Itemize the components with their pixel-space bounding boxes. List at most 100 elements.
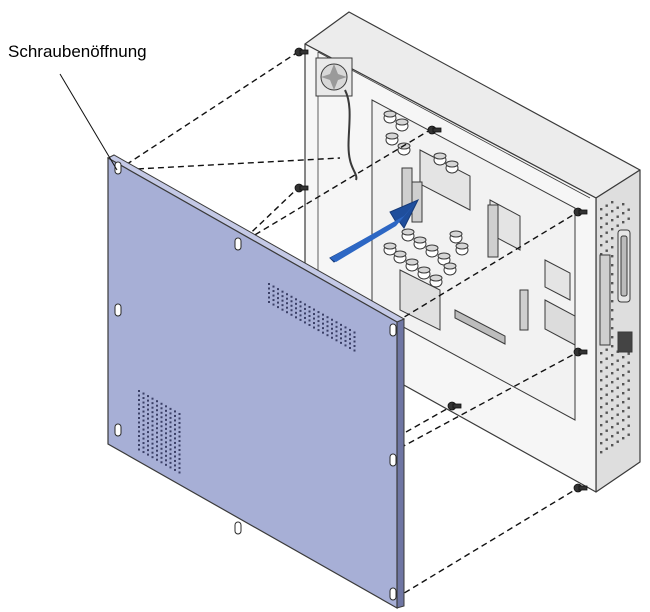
perforation-hole bbox=[156, 413, 158, 416]
keyhole-icon bbox=[114, 423, 122, 437]
vent-hole bbox=[616, 431, 619, 434]
perforation-hole bbox=[147, 435, 149, 438]
perforation-hole bbox=[147, 444, 149, 447]
perforation-hole bbox=[286, 306, 288, 309]
perforation-hole bbox=[147, 408, 149, 411]
perforation-hole bbox=[160, 416, 163, 419]
perforation-hole bbox=[142, 415, 145, 418]
vent-hole bbox=[616, 440, 619, 443]
vent-hole bbox=[611, 426, 614, 429]
perforation-hole bbox=[138, 448, 140, 451]
perforation-hole bbox=[290, 295, 293, 298]
vent-hole bbox=[605, 231, 608, 234]
perforation-hole bbox=[317, 324, 320, 327]
perforation-hole bbox=[151, 415, 154, 418]
perforation-hole bbox=[174, 419, 176, 422]
perforation-hole bbox=[268, 292, 270, 294]
internal-cable bbox=[344, 89, 358, 181]
perforation-hole bbox=[178, 448, 181, 451]
perforation-hole bbox=[308, 323, 311, 326]
perforation-hole bbox=[165, 418, 167, 421]
perforation-hole bbox=[151, 438, 154, 441]
perforation-hole bbox=[142, 433, 145, 436]
perforation-hole bbox=[304, 312, 306, 315]
perforation-hole bbox=[317, 329, 320, 332]
perforation-hole bbox=[174, 414, 176, 417]
perforation-hole bbox=[313, 326, 315, 329]
perforation-hole bbox=[165, 409, 167, 412]
perforation-hole bbox=[353, 349, 356, 352]
vent-hole bbox=[611, 273, 614, 276]
perforation-hole bbox=[308, 305, 311, 308]
perforation-hole bbox=[353, 345, 356, 348]
vent-hole bbox=[611, 237, 614, 240]
perforation-hole bbox=[295, 302, 297, 305]
perforation-hole bbox=[304, 307, 306, 310]
vent-hole bbox=[616, 377, 619, 380]
perforation-hole bbox=[169, 407, 172, 410]
perforation-hole bbox=[169, 452, 172, 455]
perforation-hole bbox=[349, 346, 351, 349]
perforation-hole bbox=[304, 303, 306, 306]
perforation-hole bbox=[160, 434, 163, 437]
perforation-hole bbox=[308, 310, 311, 313]
perforation-hole bbox=[272, 303, 275, 306]
perforation-hole bbox=[169, 448, 172, 451]
perforation-hole bbox=[142, 419, 145, 422]
vent-hole bbox=[605, 222, 608, 225]
perforation-hole bbox=[156, 445, 158, 448]
perforation-hole bbox=[147, 395, 149, 398]
perforation-hole bbox=[286, 311, 288, 314]
perforation-hole bbox=[178, 462, 181, 465]
perforation-hole bbox=[174, 459, 176, 462]
vent-hole bbox=[600, 361, 603, 364]
perforation-hole bbox=[308, 319, 311, 322]
perforation-hole bbox=[178, 426, 181, 429]
perforation-hole bbox=[138, 426, 140, 428]
perforation-hole bbox=[326, 320, 329, 323]
perforation-hole bbox=[313, 308, 315, 311]
perforation-hole bbox=[349, 337, 351, 340]
vent-hole bbox=[611, 363, 614, 366]
perforation-hole bbox=[178, 466, 181, 469]
screws bbox=[294, 47, 588, 493]
perforation-hole bbox=[147, 426, 149, 429]
callout-leader-line bbox=[59, 73, 118, 171]
perforation-hole bbox=[281, 295, 284, 298]
vent-hole bbox=[611, 201, 614, 204]
perforation-hole bbox=[174, 468, 176, 471]
perforation-hole bbox=[169, 425, 172, 428]
perforation-hole bbox=[344, 339, 347, 342]
perforation-hole bbox=[169, 457, 172, 460]
perforation-hole bbox=[326, 325, 329, 328]
perforation-hole bbox=[290, 309, 293, 312]
perforation-hole bbox=[147, 449, 149, 452]
perforation-hole bbox=[169, 466, 172, 469]
vent-hole bbox=[611, 381, 614, 384]
screw-icon bbox=[573, 347, 588, 357]
keyhole-icon bbox=[234, 237, 242, 251]
vent-hole bbox=[622, 437, 625, 440]
perforation-hole bbox=[142, 442, 145, 445]
vent-hole bbox=[622, 212, 625, 215]
perforation-hole bbox=[286, 293, 288, 296]
perforation-hole bbox=[142, 437, 145, 440]
vent-hole bbox=[600, 415, 603, 418]
perforation-hole bbox=[331, 336, 333, 339]
perforation-hole bbox=[174, 455, 176, 458]
perforation-hole bbox=[174, 441, 176, 444]
perforation-hole bbox=[295, 298, 297, 301]
perforation-hole bbox=[174, 410, 176, 413]
perforation-hole bbox=[281, 304, 284, 307]
vent-hole bbox=[600, 379, 603, 382]
vent-hole bbox=[622, 221, 625, 224]
perforation-hole bbox=[165, 427, 167, 430]
perforation-hole bbox=[174, 446, 176, 449]
perforation-hole bbox=[156, 418, 158, 421]
keyhole-icon bbox=[114, 161, 122, 175]
vent-hole bbox=[622, 419, 625, 422]
parallel-port-connector bbox=[599, 229, 633, 353]
perforation-hole bbox=[313, 322, 315, 325]
keyhole-icon bbox=[114, 303, 122, 317]
